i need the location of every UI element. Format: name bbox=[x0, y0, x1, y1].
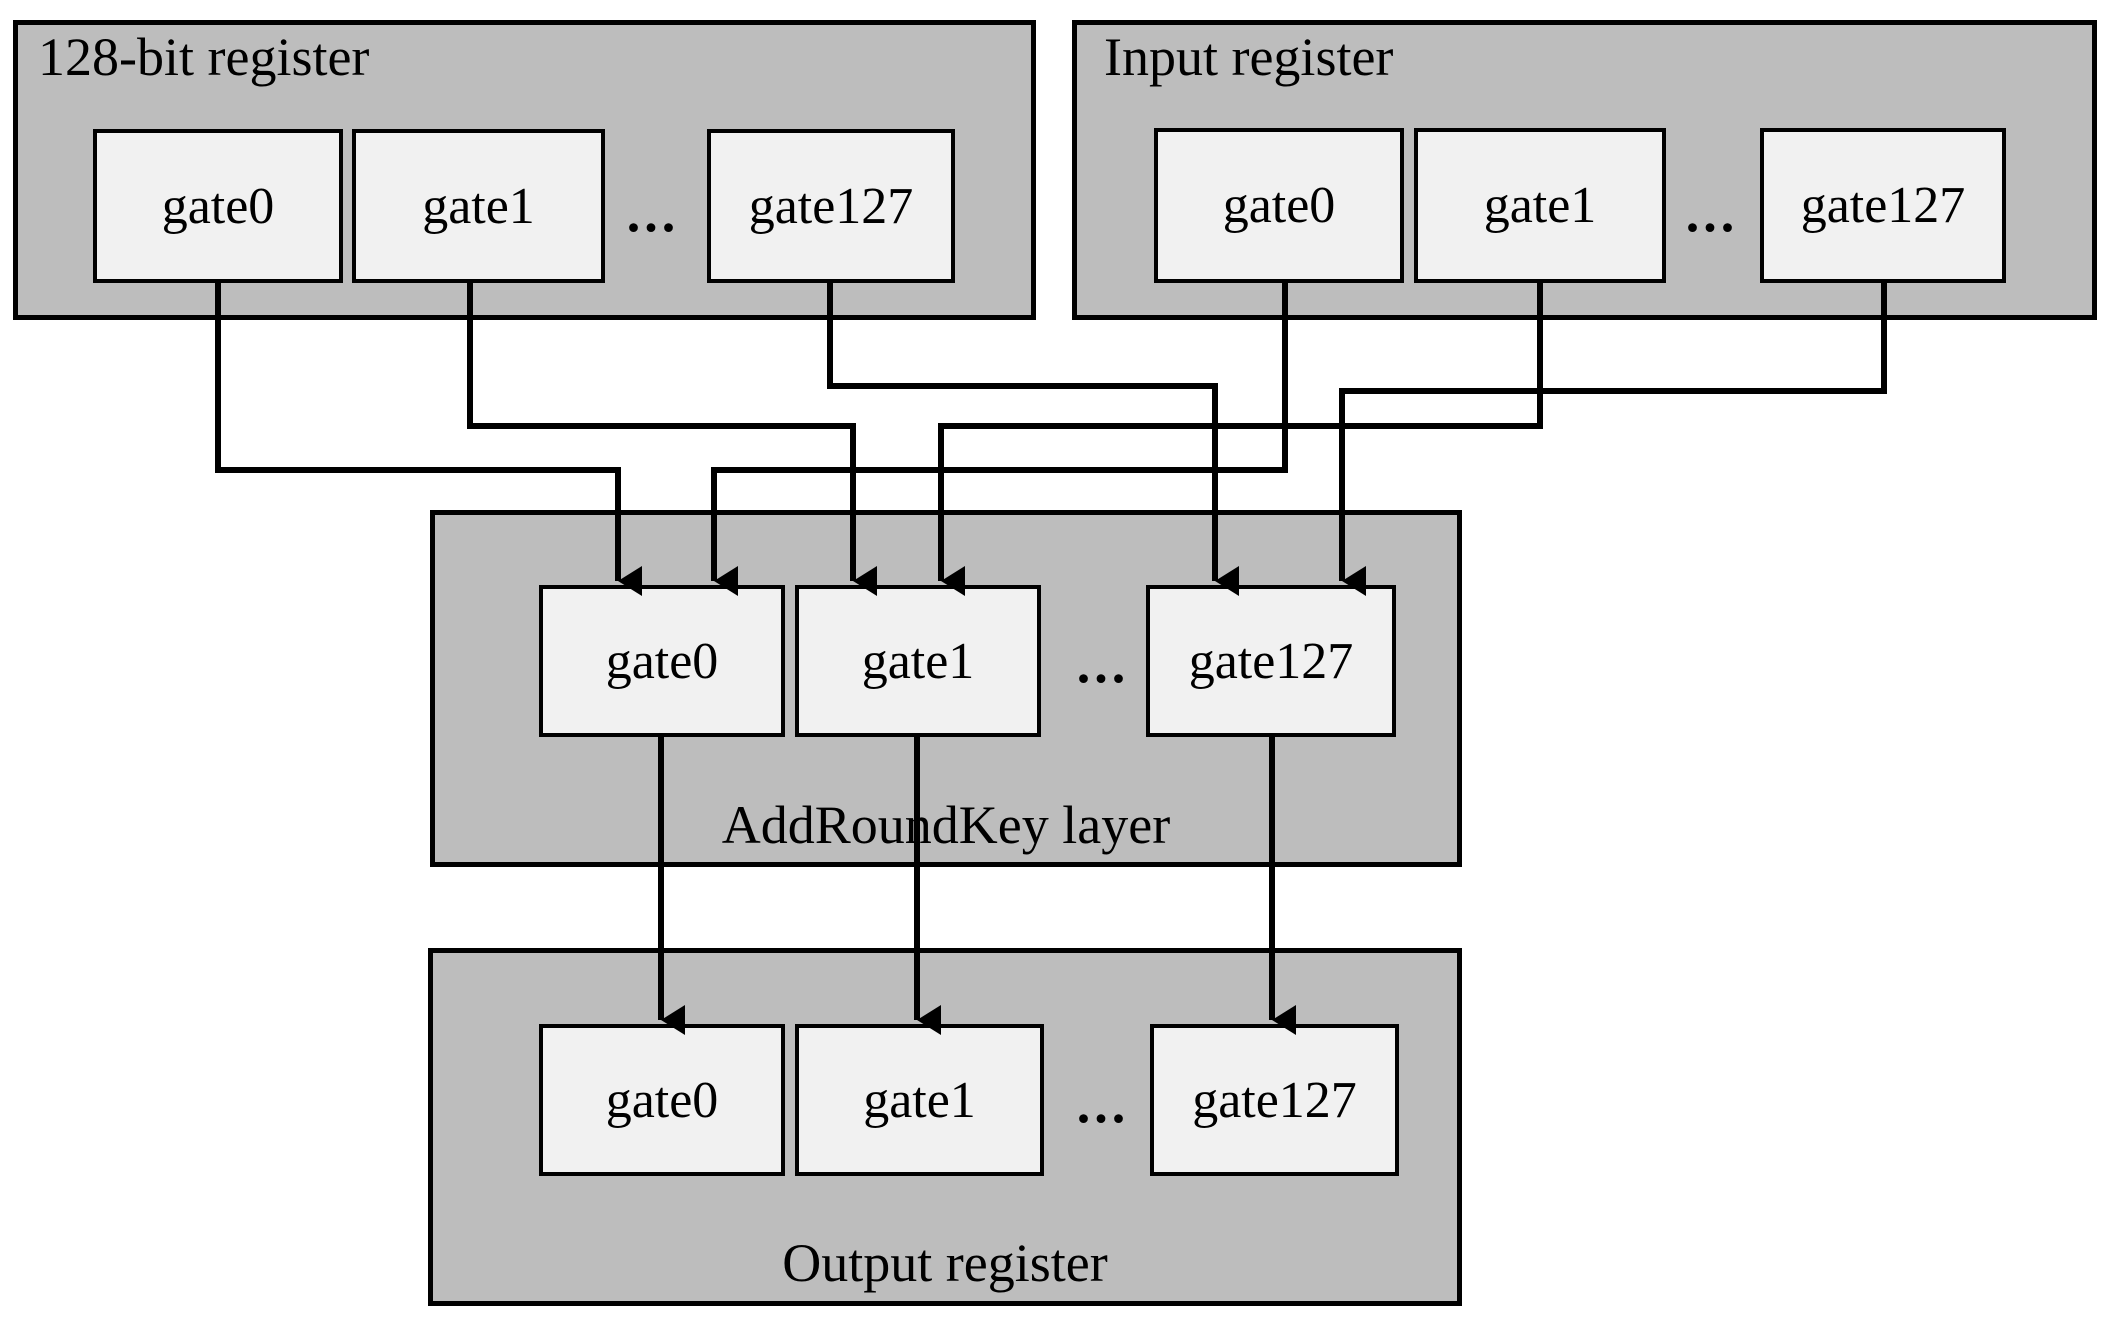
key-register-gate1: gate1 bbox=[352, 129, 605, 283]
output-register-ellipsis: ... bbox=[1076, 1074, 1130, 1134]
input-register-title: Input register bbox=[1104, 27, 1394, 87]
output-register-gate127: gate127 bbox=[1150, 1024, 1399, 1176]
addroundkey-layer-title: AddRoundKey layer bbox=[721, 795, 1171, 855]
addroundkey-gate0: gate0 bbox=[539, 585, 785, 737]
output-register-gate0: gate0 bbox=[539, 1024, 785, 1176]
addroundkey-gate127: gate127 bbox=[1146, 585, 1396, 737]
output-register-gate1: gate1 bbox=[795, 1024, 1044, 1176]
key-register-title: 128-bit register bbox=[38, 27, 370, 87]
key-register-gate0: gate0 bbox=[93, 129, 343, 283]
input-register-gate127: gate127 bbox=[1760, 128, 2006, 283]
key-register-ellipsis: ... bbox=[626, 183, 680, 243]
output-register-title: Output register bbox=[782, 1233, 1108, 1293]
addroundkey-gate1: gate1 bbox=[795, 585, 1041, 737]
input-register-gate1: gate1 bbox=[1414, 128, 1666, 283]
key-register-gate127: gate127 bbox=[707, 129, 955, 283]
input-register-ellipsis: ... bbox=[1685, 183, 1739, 243]
addroundkey-ellipsis: ... bbox=[1076, 634, 1130, 694]
input-register-gate0: gate0 bbox=[1154, 128, 1404, 283]
